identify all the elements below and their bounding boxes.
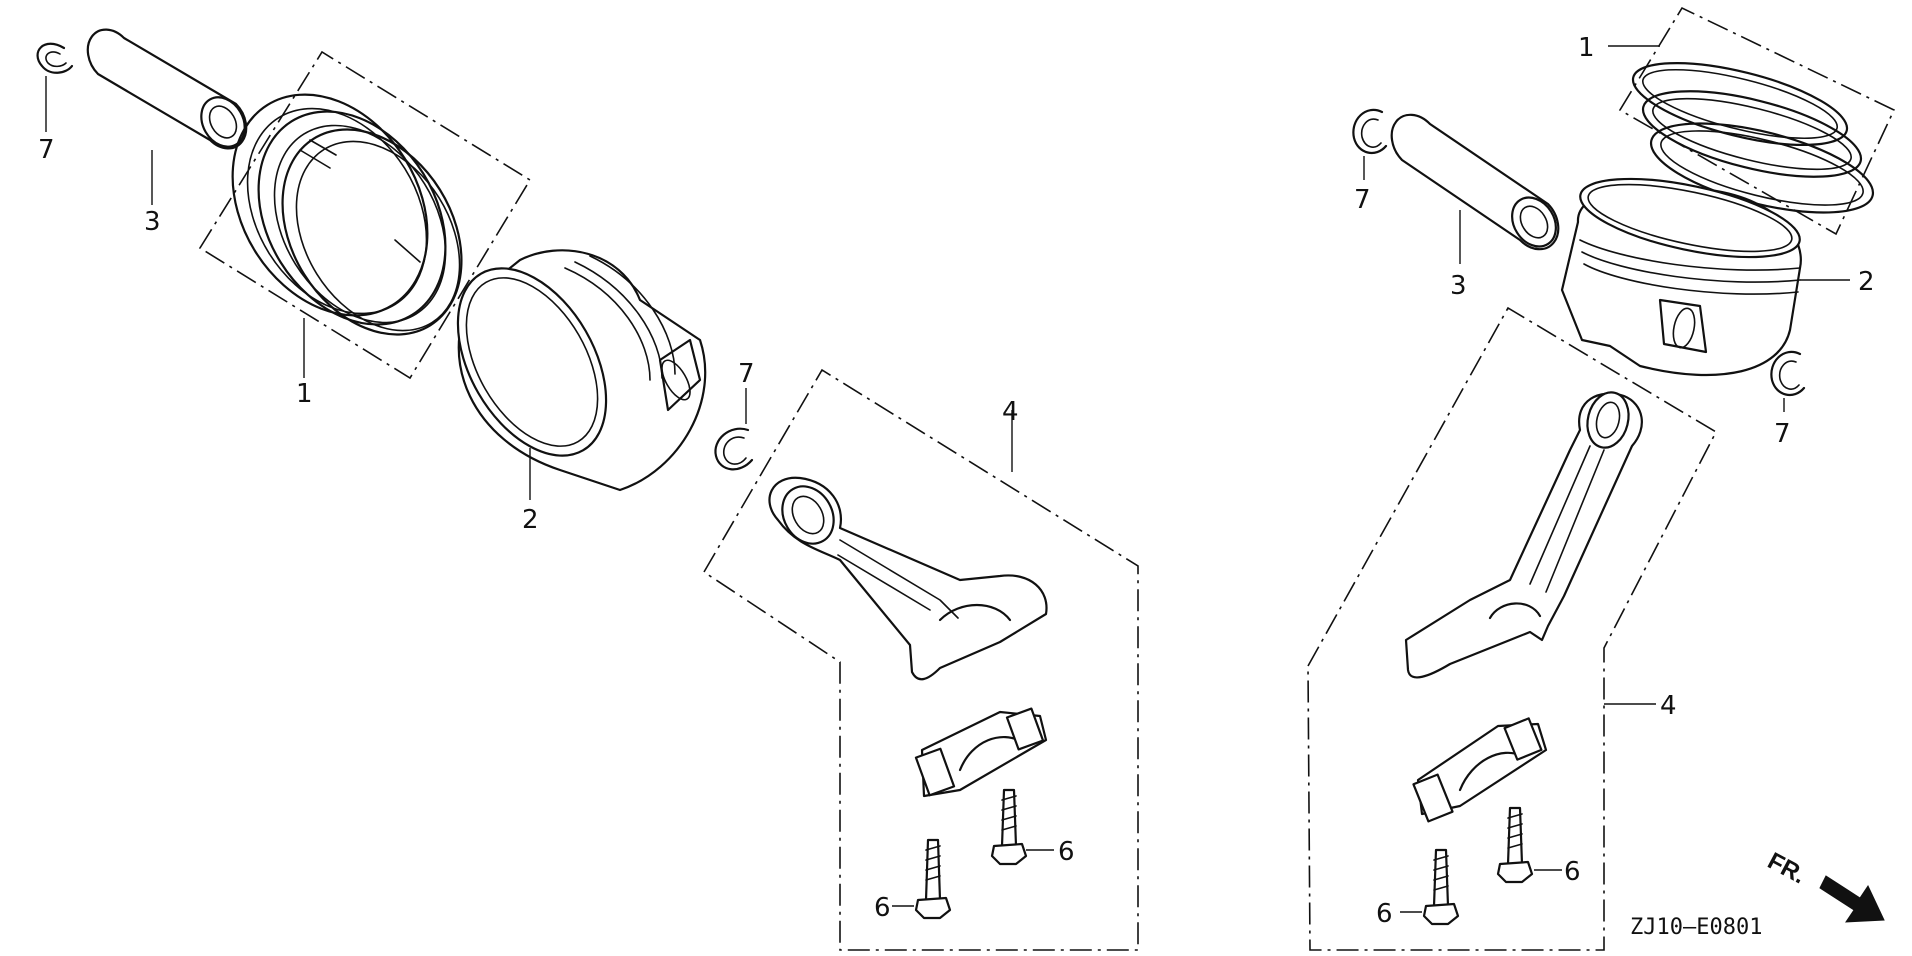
callout-right-bolt-a: 6 xyxy=(1376,899,1393,929)
piston-right xyxy=(1560,177,1802,377)
callout-left-conrod-assembly: 4 xyxy=(1002,397,1019,427)
front-indicator-label: FR. xyxy=(1763,847,1810,889)
callout-left-bolt-b: 6 xyxy=(1058,837,1075,867)
piston-left xyxy=(456,249,707,492)
callout-right-ring-set: 1 xyxy=(1578,33,1595,63)
rod-cap-left xyxy=(914,707,1048,798)
callout-left-bolt-a: 6 xyxy=(874,893,891,923)
bolt-right-a xyxy=(1422,848,1460,926)
callout-right-piston: 2 xyxy=(1858,267,1875,297)
bolt-left-b xyxy=(990,788,1028,866)
snap-ring-left-b xyxy=(714,427,754,471)
callout-right-snap-ring-b: 7 xyxy=(1774,419,1791,449)
callout-left-snap-ring-a: 7 xyxy=(38,135,55,165)
connecting-rod-left xyxy=(768,476,1048,681)
front-arrow-icon xyxy=(1819,875,1885,923)
callout-left-piston: 2 xyxy=(522,505,539,535)
callout-right-conrod-assembly: 4 xyxy=(1660,691,1677,721)
conrod-assembly-boundary-left xyxy=(703,368,1139,951)
bolt-right-b xyxy=(1496,806,1534,884)
snap-ring-right-a xyxy=(1352,108,1388,155)
bolt-left-a xyxy=(914,838,952,920)
rod-cap-right xyxy=(1412,717,1548,823)
piston-pin-right xyxy=(1390,113,1560,251)
piston-ring-set-left xyxy=(198,50,532,380)
front-direction-indicator: FR. xyxy=(1763,847,1885,923)
snap-ring-right-b xyxy=(1770,350,1806,397)
callout-left-ring-set: 1 xyxy=(296,379,313,409)
snap-ring-left-a xyxy=(36,42,74,74)
connecting-rod-right xyxy=(1404,391,1643,679)
callout-left-piston-pin: 3 xyxy=(144,207,161,237)
piston-pin-left xyxy=(86,28,248,150)
drawing-code: ZJ10—E0801 xyxy=(1630,915,1762,940)
callout-right-bolt-b: 6 xyxy=(1564,857,1581,887)
conrod-assembly-boundary-right xyxy=(1307,306,1718,951)
piston-ring-set-right xyxy=(1618,6,1896,236)
callout-right-snap-ring-a: 7 xyxy=(1354,185,1371,215)
callout-right-piston-pin: 3 xyxy=(1450,271,1467,301)
callout-left-snap-ring-b: 7 xyxy=(738,359,755,389)
